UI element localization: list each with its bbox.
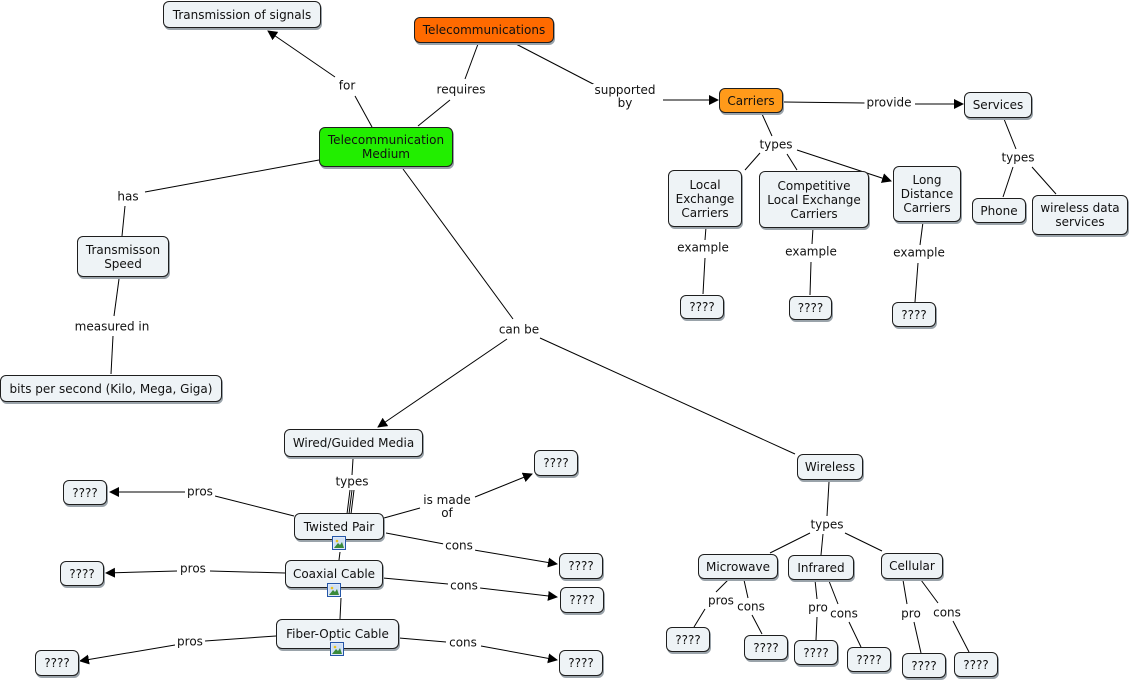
link-label-example-long-distance: example [891, 245, 947, 260]
link-label-carrier-types: types [757, 137, 795, 152]
link-label-cellular-pro: pro [899, 606, 923, 621]
image-icon[interactable] [330, 642, 344, 656]
image-icon[interactable] [332, 536, 346, 550]
node-example-local[interactable]: ???? [680, 295, 724, 319]
node-cellular-cons[interactable]: ???? [954, 652, 998, 677]
node-twisted-pair-cons[interactable]: ???? [559, 553, 603, 579]
node-twisted-pair-pros[interactable]: ???? [63, 480, 107, 505]
node-wireless-data-services[interactable]: wireless data services [1032, 195, 1128, 235]
link-label-wired-types: types [333, 474, 371, 489]
image-icon[interactable] [327, 583, 341, 597]
link-label-provide: provide [864, 95, 914, 110]
node-microwave-cons[interactable]: ???? [744, 635, 788, 660]
node-bits-per-second[interactable]: bits per second (Kilo, Mega, Giga) [0, 375, 222, 402]
node-transmission-speed[interactable]: Transmisson Speed [77, 236, 169, 277]
node-wired-guided-media[interactable]: Wired/Guided Media [284, 429, 423, 457]
node-cellular[interactable]: Cellular [881, 553, 943, 579]
link-label-example-competitive: example [783, 244, 839, 259]
node-wireless[interactable]: Wireless [797, 454, 863, 480]
node-competitive-local-exchange-carriers[interactable]: Competitive Local Exchange Carriers [759, 171, 869, 228]
link-label-fiber-pros: pros [175, 634, 205, 649]
link-label-example-local: example [675, 240, 731, 255]
link-label-has: has [115, 189, 141, 204]
node-telecommunications[interactable]: Telecommunications [414, 17, 554, 43]
node-infrared-pro[interactable]: ???? [794, 640, 838, 665]
node-twisted-pair[interactable]: Twisted Pair [294, 513, 384, 540]
link-label-fiber-cons: cons [447, 635, 479, 650]
link-label-wireless-types: types [808, 517, 846, 532]
node-fiber-pros[interactable]: ???? [35, 650, 79, 676]
node-coaxial-cons[interactable]: ???? [560, 587, 604, 613]
node-long-distance-carriers[interactable]: Long Distance Carriers [893, 166, 961, 222]
link-label-cellular-cons: cons [931, 605, 963, 620]
node-infrared[interactable]: Infrared [788, 555, 854, 580]
link-label-infrared-cons: cons [828, 606, 860, 621]
node-microwave[interactable]: Microwave [698, 554, 778, 579]
link-label-twisted-cons: cons [443, 538, 475, 553]
node-fiber-cons[interactable]: ???? [559, 650, 603, 676]
node-local-exchange-carriers[interactable]: Local Exchange Carriers [668, 170, 742, 227]
node-is-made-of-placeholder[interactable]: ???? [534, 450, 578, 476]
link-label-twisted-pros: pros [185, 484, 215, 499]
node-carriers[interactable]: Carriers [719, 88, 783, 113]
node-example-long-distance[interactable]: ???? [892, 302, 936, 327]
link-label-is-made-of: is made of [421, 493, 473, 520]
node-example-competitive[interactable]: ???? [789, 296, 832, 320]
node-coaxial-pros[interactable]: ???? [60, 561, 104, 586]
link-label-requires: requires [434, 82, 488, 97]
node-telecommunication-medium[interactable]: Telecommunication Medium [319, 127, 453, 167]
link-label-supported-by: supported by [592, 83, 658, 110]
link-label-coaxial-pros: pros [178, 561, 208, 576]
link-label-service-types: types [999, 150, 1037, 165]
node-services[interactable]: Services [964, 92, 1032, 118]
node-transmission-of-signals[interactable]: Transmission of signals [163, 1, 321, 28]
link-label-measured-in: measured in [72, 319, 152, 334]
link-label-coaxial-cons: cons [448, 578, 480, 593]
node-phone[interactable]: Phone [972, 198, 1026, 223]
link-label-infrared-pro: pro [806, 600, 830, 615]
node-cellular-pro[interactable]: ???? [902, 653, 946, 678]
link-label-microwave-cons: cons [735, 599, 767, 614]
link-label-can-be: can be [496, 322, 542, 337]
link-label-for: for [336, 78, 358, 93]
link-label-microwave-pros: pros [706, 593, 736, 608]
node-microwave-pros[interactable]: ???? [666, 627, 710, 652]
node-infrared-cons[interactable]: ???? [847, 647, 891, 672]
